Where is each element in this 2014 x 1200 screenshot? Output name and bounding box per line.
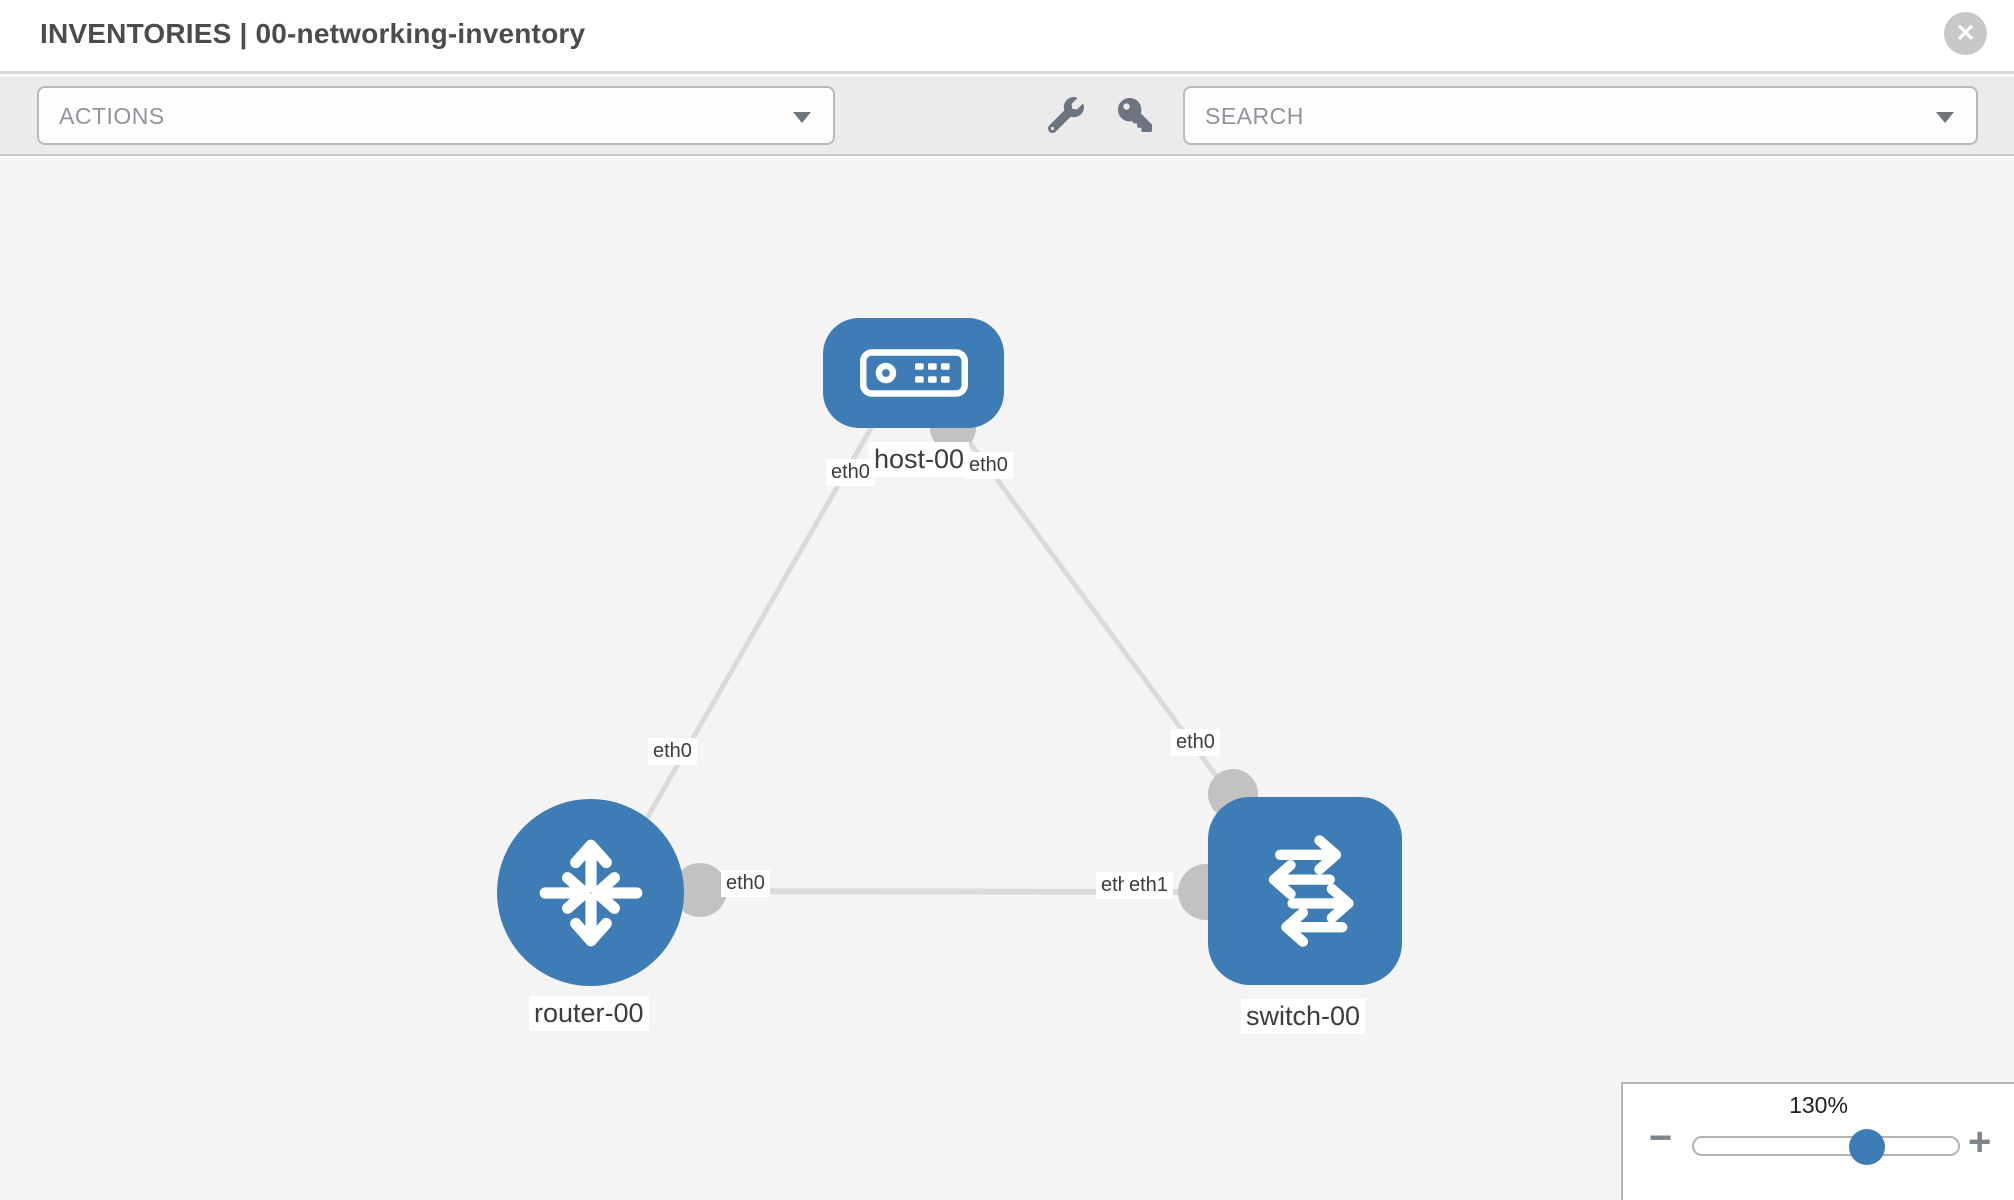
configure-tools-button[interactable] [1040, 89, 1092, 141]
interface-label: eth0 [826, 459, 875, 486]
key-icon [1118, 98, 1152, 132]
zoom-control-panel: 130% − + [1621, 1082, 2014, 1200]
actions-dropdown-label: ACTIONS [59, 103, 165, 129]
page-title: INVENTORIES | 00-networking-inventory [40, 18, 586, 49]
credentials-button[interactable] [1109, 89, 1161, 141]
header-bar: INVENTORIES | 00-networking-inventory ✕ [0, 0, 2014, 74]
close-icon[interactable]: ✕ [1944, 12, 1987, 55]
search-dropdown-label: SEARCH [1205, 103, 1304, 129]
interface-label: eth1 [1124, 872, 1173, 899]
chevron-down-icon [793, 112, 811, 123]
node-label-switch-00: switch-00 [1241, 999, 1366, 1034]
switch-icon [1268, 835, 1354, 947]
endpoint-router-right [673, 863, 727, 917]
interface-label: eth0 [964, 452, 1013, 479]
router-icon [539, 839, 642, 946]
zoom-out-button[interactable]: − [1649, 1116, 1673, 1160]
node-host-00[interactable] [823, 318, 1004, 428]
node-router-00[interactable] [497, 799, 684, 986]
toolbar: ACTIONS SEARCH [0, 77, 2014, 156]
interface-label: eth0 [1171, 729, 1220, 756]
node-switch-00[interactable] [1208, 797, 1402, 985]
interface-label: eth0 [648, 738, 697, 765]
actions-dropdown[interactable]: ACTIONS [37, 86, 835, 145]
zoom-slider-track[interactable] [1692, 1129, 1960, 1165]
zoom-in-button[interactable]: + [1968, 1120, 1992, 1164]
zoom-percentage: 130% [1789, 1092, 1848, 1118]
host-icon [859, 349, 968, 397]
chevron-down-icon [1936, 112, 1954, 123]
topology-canvas[interactable]: eth0 eth0 host-00 eth0 eth0 eth0 eth0 et… [0, 158, 2014, 1200]
node-label-host-00: host-00 [869, 442, 970, 477]
node-label-router-00: router-00 [529, 996, 649, 1031]
search-dropdown[interactable]: SEARCH [1183, 86, 1978, 145]
interface-label: eth0 [721, 870, 770, 897]
wrench-icon [1048, 97, 1084, 133]
zoom-slider-handle[interactable] [1849, 1129, 1885, 1165]
topology-edges [591, 405, 1263, 920]
